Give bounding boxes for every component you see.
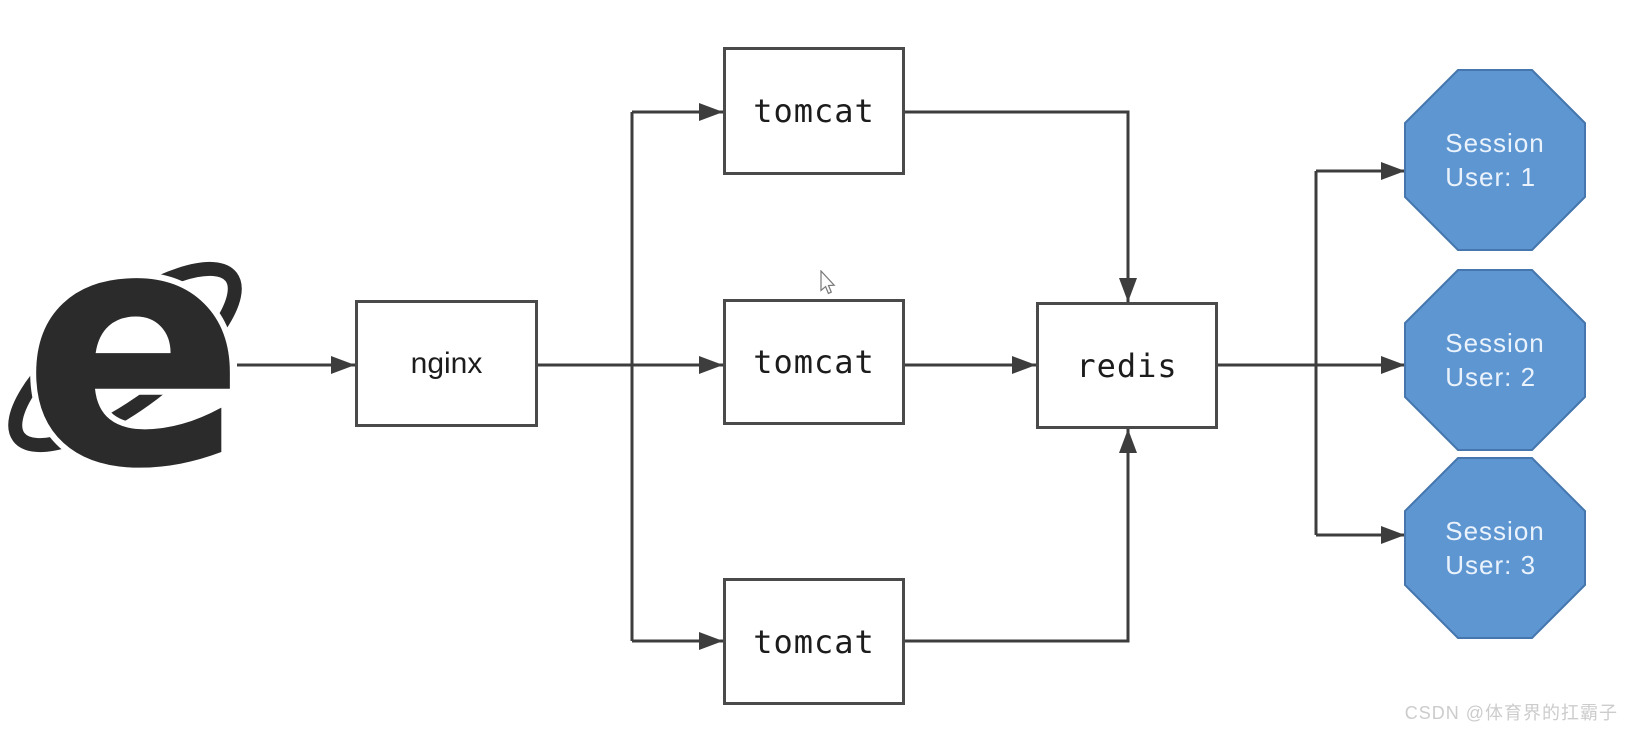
session-octagon-3 xyxy=(1404,457,1586,639)
node-redis: redis xyxy=(1036,302,1218,429)
session-octagon-1 xyxy=(1404,69,1586,251)
connector-edges xyxy=(237,103,1405,650)
edge-tomcat-1-to-redis xyxy=(905,110,1137,302)
ie-letter-e: e xyxy=(22,157,246,541)
node-tomcat-2: tomcat xyxy=(723,299,905,425)
tomcat-2-label: tomcat xyxy=(753,343,875,381)
node-tomcat-3: tomcat xyxy=(723,578,905,705)
node-tomcat-1: tomcat xyxy=(723,47,905,175)
tomcat-1-label: tomcat xyxy=(753,92,875,130)
internet-explorer-icon: e xyxy=(8,151,252,547)
node-nginx: nginx xyxy=(355,300,538,427)
session-octagon-2 xyxy=(1404,269,1586,451)
mouse-cursor-icon xyxy=(820,270,836,295)
session-octagons xyxy=(1404,69,1586,639)
csdn-watermark: CSDN @体育界的扛霸子 xyxy=(1404,703,1618,723)
edge-tomcat-3-to-redis xyxy=(905,429,1137,643)
nginx-label: nginx xyxy=(410,346,483,380)
redis-label: redis xyxy=(1076,346,1178,385)
ie-orbit-swoosh xyxy=(8,261,242,453)
tomcat-3-label: tomcat xyxy=(753,622,875,661)
